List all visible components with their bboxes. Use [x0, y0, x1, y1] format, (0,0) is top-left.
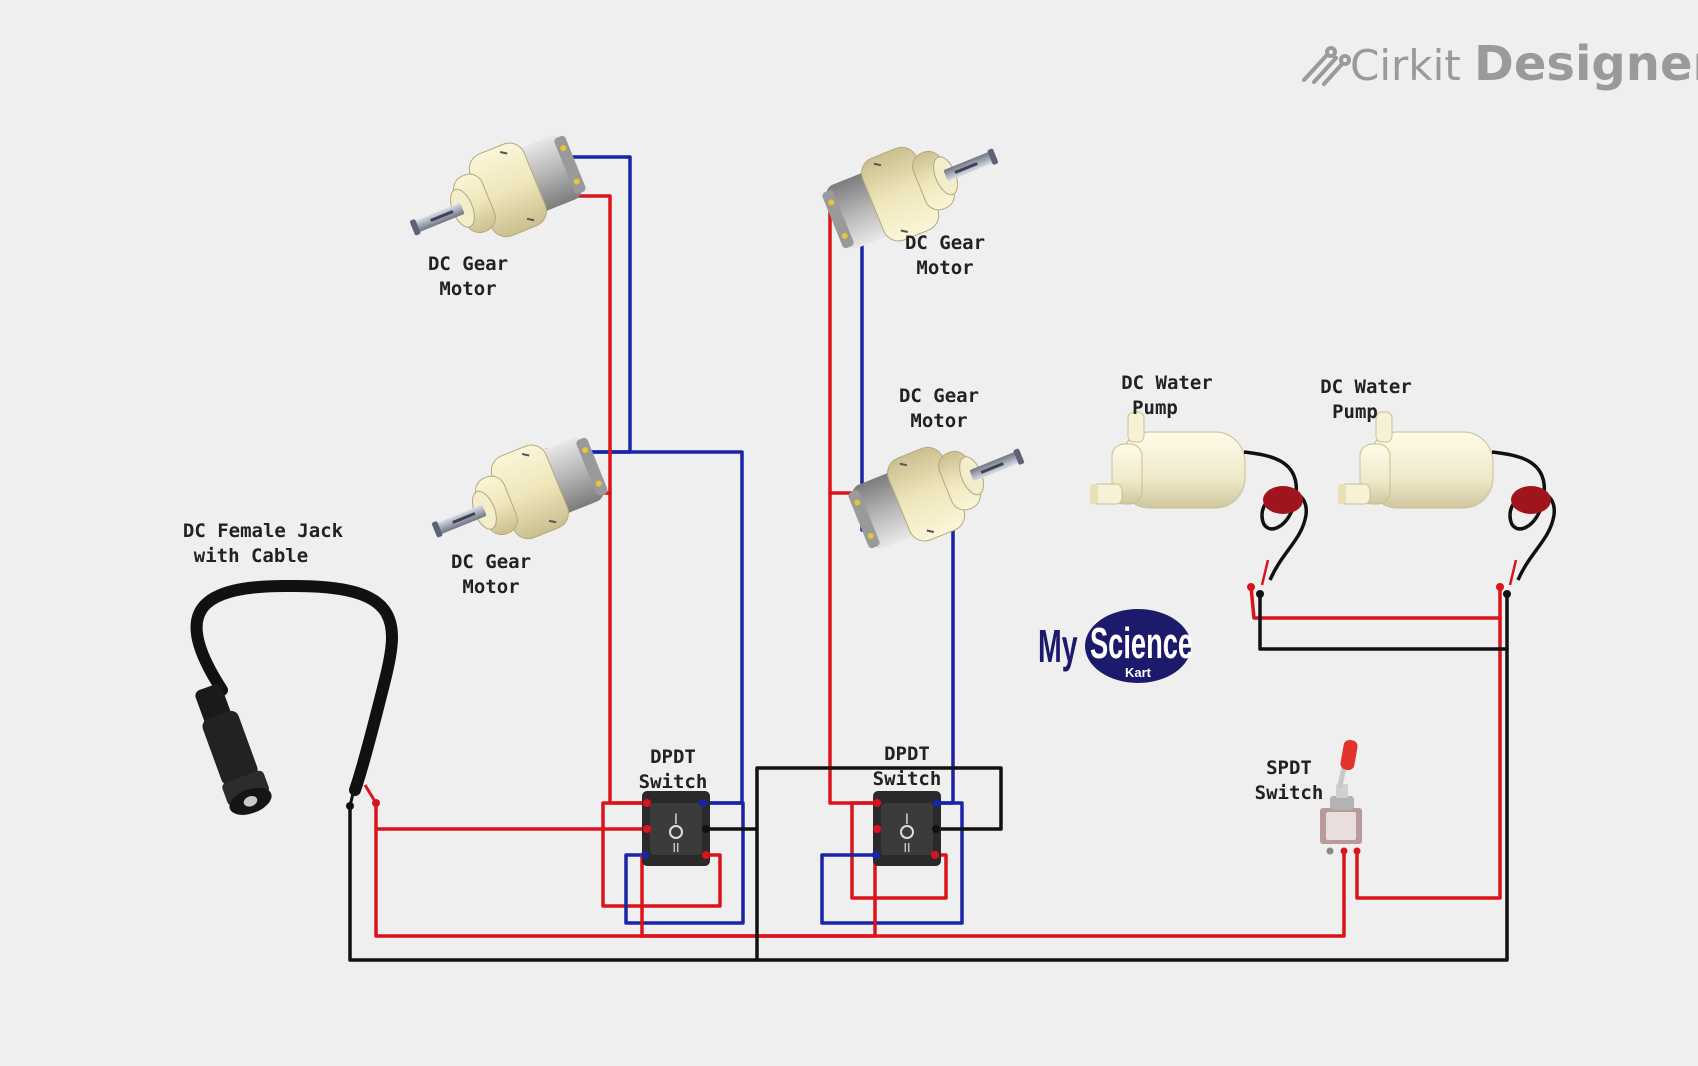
motor3-label-line2: Motor	[916, 257, 973, 279]
motor2-label-line2: Motor	[462, 576, 519, 598]
spdt-toggle-switch[interactable]	[1320, 739, 1362, 855]
brand-name-designer: Designer	[1474, 36, 1698, 92]
wire-black-jack-bus	[348, 592, 1509, 962]
wire-red-motor2-dpdt1	[608, 491, 649, 805]
wire-black-pump-link	[1258, 592, 1509, 651]
logo-science: Science	[1090, 618, 1193, 667]
dpdt1-label-line1: DPDT	[650, 746, 696, 768]
dpdt-switch-2[interactable]: I II	[872, 791, 941, 866]
dc-water-pump-1[interactable]	[1089, 411, 1308, 586]
wires	[348, 155, 1509, 962]
pump1-label-line2: Pump	[1132, 397, 1178, 419]
svg-text:II: II	[903, 841, 910, 855]
component-labels: DC Gear Motor DC Gear Motor DC Gear Moto…	[183, 232, 1412, 804]
jack-cable	[190, 579, 398, 796]
jack-label-line2: with Cable	[194, 545, 308, 567]
cirkit-designer-brand: Cirkit Designer	[1302, 36, 1698, 92]
jack-label-line1: DC Female Jack	[183, 520, 344, 542]
dc-gear-motor-2[interactable]	[416, 422, 616, 573]
pump1-label-line1: DC Water	[1121, 372, 1213, 394]
svg-text:I: I	[674, 812, 678, 828]
wire-red-jack-spdt	[374, 827, 1346, 938]
logo-my: My	[1038, 621, 1078, 673]
motor4-label-line2: Motor	[910, 410, 967, 432]
pump2-label-line2: Pump	[1332, 401, 1378, 423]
wire-black-dpdt-link	[704, 766, 1003, 831]
wire-red-dpdt1-loop	[601, 801, 722, 908]
dpdt2-label-line1: DPDT	[884, 743, 930, 765]
dpdt1-label-line2: Switch	[639, 771, 708, 793]
svg-text:II: II	[672, 841, 679, 855]
wire-blue-dpdt2-loop	[820, 801, 964, 925]
wire-blue-dpdt1-loop	[624, 801, 745, 925]
logo-kart: Kart	[1125, 665, 1152, 680]
myscience-kart-logo: My Science Kart	[1038, 609, 1193, 683]
motor1-label-line1: DC Gear	[428, 253, 508, 275]
dc-water-pump-2[interactable]	[1337, 411, 1556, 586]
pump1-cable	[1243, 450, 1308, 581]
wire-red-jack-dpdt1	[374, 801, 649, 831]
motor2-label-line1: DC Gear	[451, 551, 531, 573]
motor1-label-line2: Motor	[439, 278, 496, 300]
svg-text:I: I	[905, 812, 909, 828]
wire-red-dpdt2-loop	[850, 801, 948, 900]
dpdt-switch-1[interactable]: I II	[641, 791, 710, 866]
spdt-label-line1: SPDT	[1266, 757, 1312, 779]
brand-name-cirkit: Cirkit	[1350, 41, 1461, 90]
dc-female-jack[interactable]	[188, 579, 398, 820]
wire-red-pump-link	[1249, 585, 1502, 620]
dc-gear-motor-4[interactable]	[840, 413, 1040, 564]
pump2-label-line1: DC Water	[1320, 376, 1412, 398]
pump2-cable	[1491, 450, 1556, 581]
wire-red-spdt-pumps	[1355, 585, 1502, 900]
spdt-label-line2: Switch	[1255, 782, 1324, 804]
dpdt2-label-line2: Switch	[873, 768, 942, 790]
cirkit-logo-icon	[1302, 46, 1351, 86]
dc-gear-motor-1[interactable]	[394, 120, 594, 271]
motor4-label-line1: DC Gear	[899, 385, 979, 407]
motor3-label-line1: DC Gear	[905, 232, 985, 254]
